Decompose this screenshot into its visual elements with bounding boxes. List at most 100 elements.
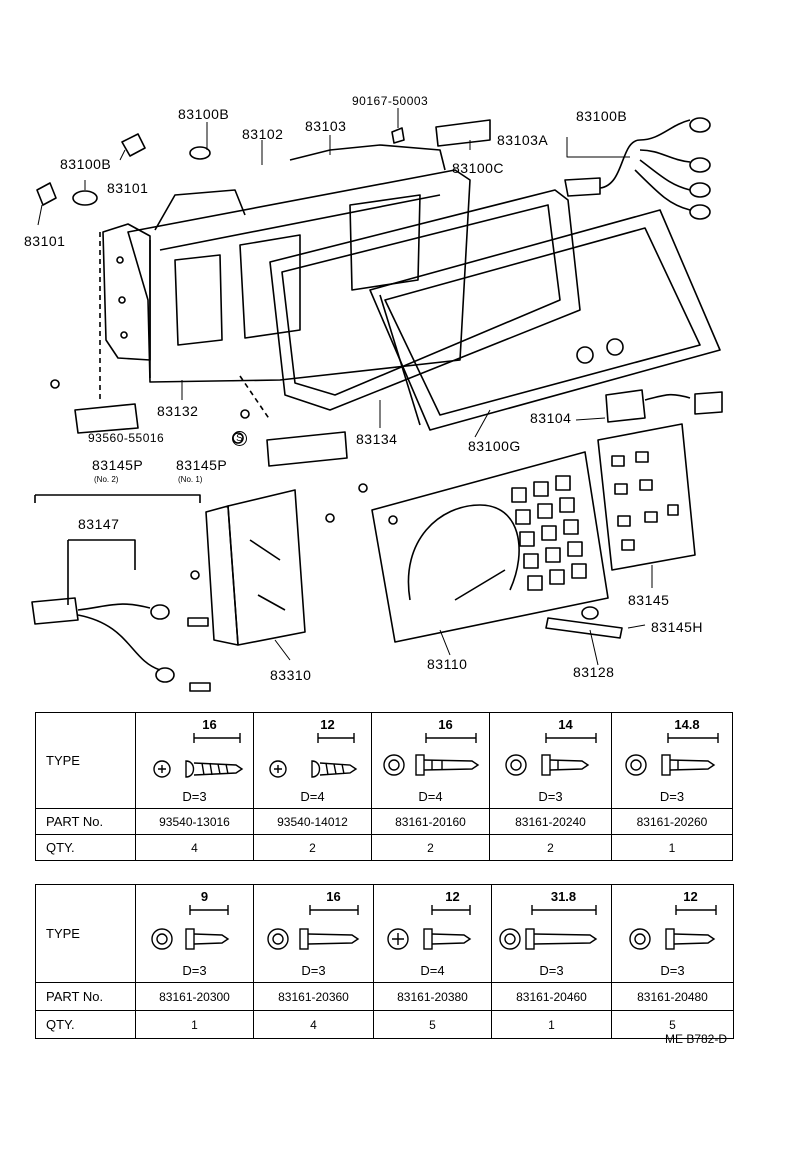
part-no-row-label: PART No. <box>35 808 136 835</box>
part-no-row-label: PART No. <box>35 982 136 1011</box>
callout-83100c: 83100C <box>452 160 505 176</box>
callout-83145: 83145 <box>628 592 670 608</box>
dimension-label: 12 <box>320 717 335 732</box>
pointer-83128 <box>545 606 623 639</box>
quantity: 2 <box>371 834 490 861</box>
d-value: D=3 <box>182 963 207 978</box>
clip-icon <box>499 905 598 950</box>
rear-housing-83132 <box>127 144 471 383</box>
d-value: D=3 <box>660 963 685 978</box>
dimension-label: 12 <box>445 889 460 904</box>
callout-83145p-no1-note: (No. 1) <box>178 475 203 484</box>
loose-screws <box>190 483 368 580</box>
clip-icon <box>387 905 472 950</box>
bulb-sockets <box>36 119 491 206</box>
quantity: 2 <box>253 834 372 861</box>
type-cell: 31.8 D=3 <box>491 884 612 983</box>
d-value: D=4 <box>418 789 443 804</box>
drawing-code: ME B782-D <box>665 1032 728 1046</box>
clip-icon <box>151 905 230 950</box>
quantity: 4 <box>253 1010 374 1039</box>
type-cell: 12 D=4 <box>373 884 492 983</box>
quantity: 2 <box>489 834 612 861</box>
exploded-parts-diagram <box>31 108 723 692</box>
qty-row-label: QTY. <box>35 1010 136 1039</box>
quantity: 4 <box>135 834 254 861</box>
callout-83145p-no2: 83145P <box>92 457 144 473</box>
callout-83100b-top: 83100B <box>178 106 230 122</box>
d-value: D=4 <box>300 789 325 804</box>
type-cell: 9 D=3 <box>135 884 254 983</box>
dimension-label: 31.8 <box>550 889 577 904</box>
callout-83100g: 83100G <box>468 438 521 454</box>
connector-83104 <box>605 389 723 423</box>
fastener-table-2: TYPE 9 D=3 16 D=3 12 <box>35 884 734 1039</box>
quantity: 1 <box>491 1010 612 1039</box>
quantity: 5 <box>373 1010 492 1039</box>
part-number: 93540-14012 <box>253 808 372 835</box>
d-value: D=3 <box>301 963 326 978</box>
type-cell: 16 D=4 <box>371 712 490 809</box>
type-cell: 14.8 D=3 <box>611 712 733 809</box>
callout-83103a: 83103A <box>497 132 549 148</box>
callout-83100b-right: 83100B <box>576 108 628 124</box>
telltale-plate-83145 <box>597 423 696 571</box>
type-row-label: TYPE <box>35 712 136 809</box>
callout-83110: 83110 <box>427 656 468 672</box>
washer-s-icon: S <box>232 431 247 446</box>
callout-83101-a: 83101 <box>107 180 149 196</box>
qty-row-label: QTY. <box>35 834 136 861</box>
part-number: 83161-20240 <box>489 808 612 835</box>
d-value: D=3 <box>539 963 564 978</box>
part-number: 93540-13016 <box>135 808 254 835</box>
dimension-label: 16 <box>202 717 217 732</box>
dimension-label: 12 <box>683 889 698 904</box>
d-value: D=3 <box>182 789 207 804</box>
clip-icon <box>629 905 717 950</box>
wire-harness-83103a <box>564 117 711 220</box>
callout-83145p-no2-note: (No. 2) <box>94 475 119 484</box>
callout-83310: 83310 <box>270 667 312 683</box>
dimension-label: 16 <box>438 717 453 732</box>
callout-83102: 83102 <box>242 126 284 142</box>
cluster-face-83100g <box>369 209 721 431</box>
quantity: 1 <box>135 1010 254 1039</box>
clip-icon <box>267 905 360 950</box>
part-number: 83161-20160 <box>371 808 490 835</box>
part-number: 83161-20360 <box>253 982 374 1011</box>
callout-83104: 83104 <box>530 410 572 426</box>
callout-83147: 83147 <box>78 516 120 532</box>
callout-83134: 83134 <box>356 431 398 447</box>
leader-lines <box>37 108 653 666</box>
quantity: 1 <box>611 834 733 861</box>
dimension-label: 9 <box>200 889 209 904</box>
callout-83145p-no1: 83145P <box>176 457 228 473</box>
quantity: 5 <box>611 1010 734 1039</box>
type-cell: 12 D=4 <box>253 712 372 809</box>
clip-icon <box>625 733 719 776</box>
clip-icon <box>505 733 597 776</box>
part-number: 83161-20480 <box>611 982 734 1011</box>
d-value: D=4 <box>420 963 445 978</box>
callout-83145h: 83145H <box>651 619 704 635</box>
type-cell: 16 D=3 <box>253 884 374 983</box>
fastener-table-1: TYPE 16 D=3 12 D=4 16 <box>35 712 733 861</box>
callout-83100b-left: 83100B <box>60 156 112 172</box>
type-cell: 12 D=3 <box>611 884 734 983</box>
type-cell: 16 D=3 <box>135 712 254 809</box>
part-number: 83161-20260 <box>611 808 733 835</box>
dimension-label: 16 <box>326 889 341 904</box>
callout-83128: 83128 <box>573 664 615 680</box>
clip-icon <box>383 733 480 776</box>
screw-icon <box>269 733 358 778</box>
part-number: 83161-20300 <box>135 982 254 1011</box>
d-value: D=3 <box>538 789 563 804</box>
side-bracket <box>102 223 151 361</box>
callout-83101-b: 83101 <box>24 233 66 249</box>
callout-83103: 83103 <box>305 118 347 134</box>
callout-83132: 83132 <box>157 403 199 419</box>
speedometer-face-83110 <box>371 451 609 643</box>
callout-90167-50003: 90167-50003 <box>352 94 429 108</box>
dimension-label: 14.8 <box>674 717 700 732</box>
wire-harness-83147 <box>31 494 211 692</box>
